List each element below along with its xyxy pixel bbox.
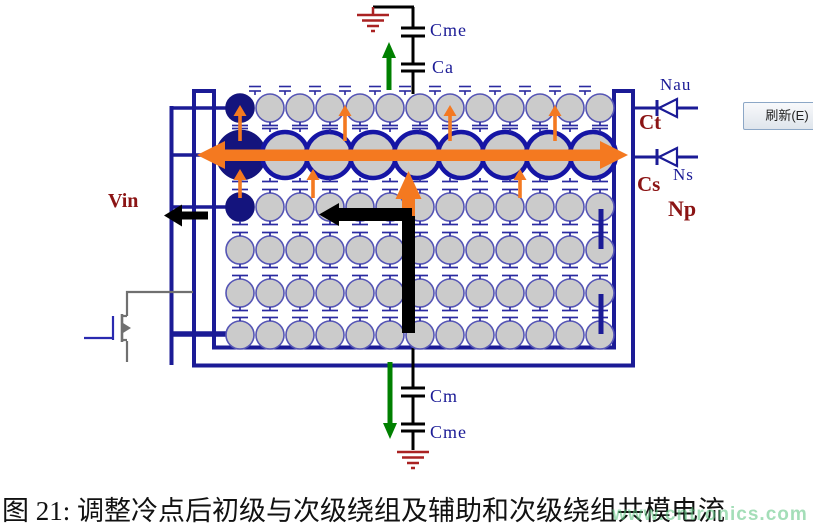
refresh-button[interactable]: 刷新(E) <box>743 102 813 130</box>
common-mode-current-arrows <box>197 105 628 231</box>
label-ns: Ns <box>673 165 694 184</box>
label-cme-bottom: Cme <box>430 422 467 442</box>
diode-icons <box>655 97 679 168</box>
label-cs: Cs <box>637 172 661 196</box>
vin-arrow <box>164 204 208 227</box>
label-cm: Cm <box>430 386 459 406</box>
label-vin: Vin <box>108 190 139 212</box>
label-ct: Ct <box>639 110 662 134</box>
label-nau: Nau <box>660 75 692 94</box>
ground-current-arrows <box>382 42 397 439</box>
figure-caption: 图 21: 调整冷点后初级与次级绕组及辅助和次级绕组共模电流 <box>2 496 726 526</box>
label-ca: Ca <box>432 57 454 77</box>
primary-current-arrow <box>319 203 415 333</box>
site-watermark: www.cntronics.com <box>612 504 808 525</box>
mosfet-icon <box>84 290 193 362</box>
capacitor-stack-bottom <box>397 348 429 470</box>
label-np: Np <box>668 196 697 221</box>
capacitor-stack-top <box>357 5 425 94</box>
label-cme-top: Cme <box>430 20 467 40</box>
